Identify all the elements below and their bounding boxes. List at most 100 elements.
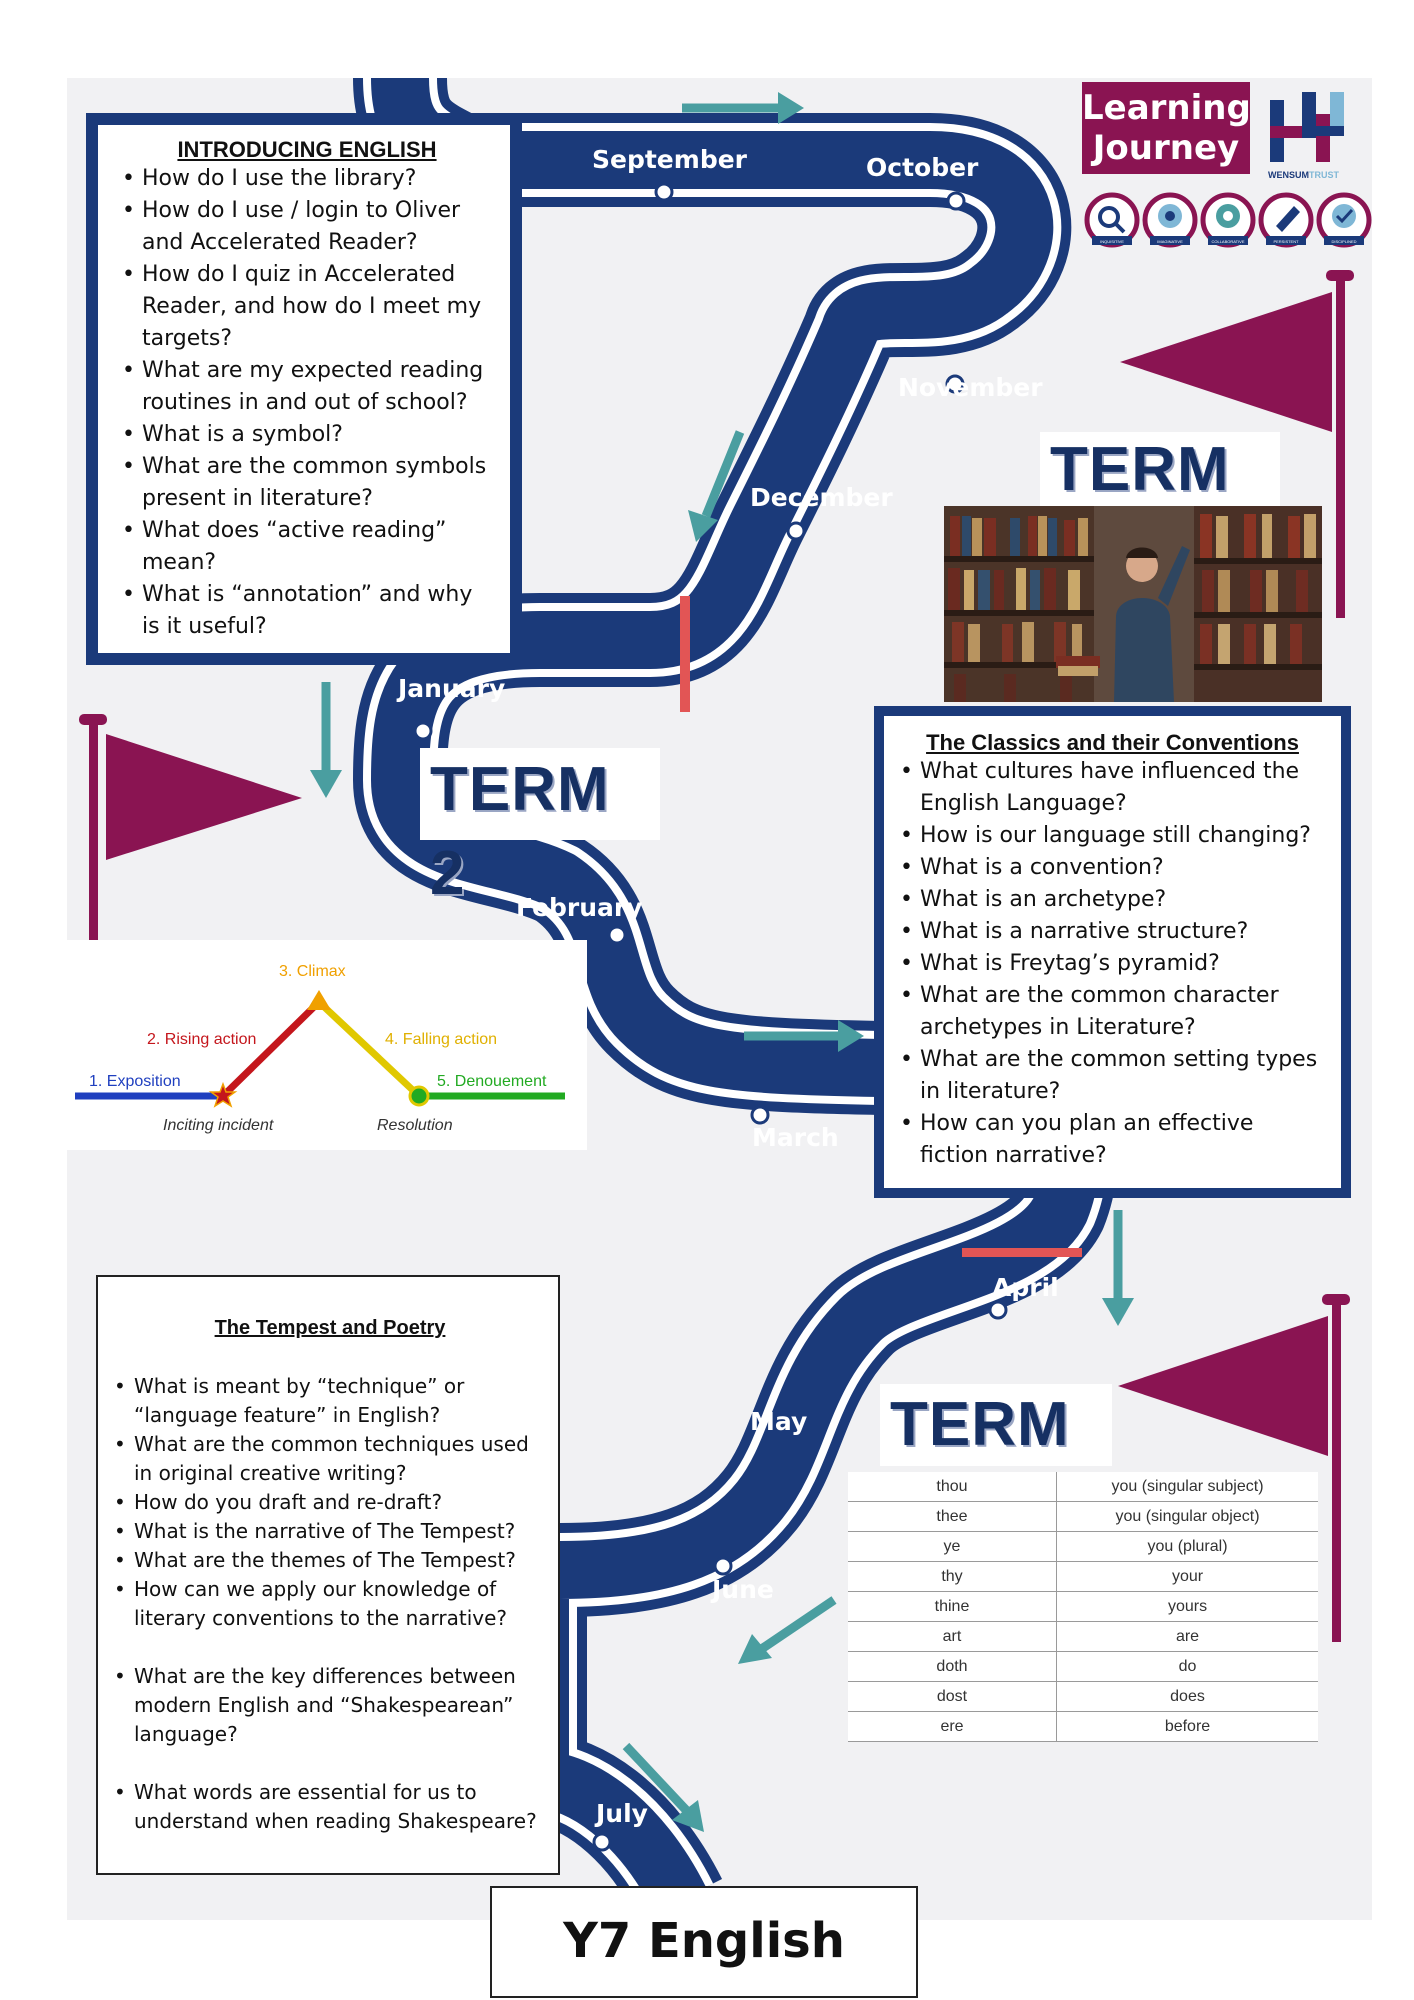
arrow-down-left-icon [738,1596,837,1664]
list-item: What words are essential for us to under… [112,1778,548,1836]
list-item: What are the themes of The Tempest? [112,1546,548,1575]
resolution-label: Resolution [377,1117,453,1134]
direction-arrows [310,92,1134,1832]
falling-action-label: 4. Falling action [385,1031,497,1048]
value-label: COLLABORATIVE [1211,239,1244,244]
list-item: What is a convention? [898,852,1327,884]
month-label: April [992,1273,1059,1302]
question-list: What cultures have influenced the Englis… [898,756,1327,1172]
value-label: INQUISITIVE [1100,239,1124,244]
question-list: What is meant by “technique” or “languag… [112,1372,548,1836]
modern-word-cell: yours [1056,1591,1318,1622]
month-label: December [750,483,893,512]
list-item: How do you draft and re-draft? [112,1488,548,1517]
library-photo [944,506,1322,702]
list-item: What does “active reading” mean? [120,515,494,579]
list-item: What are the common setting types in lit… [898,1044,1327,1108]
milestone-february [607,925,627,945]
disciplined-icon: DISCIPLINED [1316,192,1372,248]
climax-label: 3. Climax [279,963,346,980]
list-item: How can you plan an effective fiction na… [898,1108,1327,1172]
value-label: IMAGINATIVE [1157,239,1183,244]
list-item: What cultures have influenced the Englis… [898,756,1327,820]
modern-word-cell: you (plural) [1056,1531,1318,1562]
box-title: The Tempest and Poetry [214,1317,446,1339]
term-3-label: TERM 3 [880,1384,1112,1541]
learning-journey-logo: Learning Journey WENSUMTRUST INQUISITIVE [1082,82,1372,258]
list-item: What is Freytag’s pyramid? [898,948,1327,980]
list-item: What is a narrative structure? [898,916,1327,948]
inciting-incident-star-icon [208,1081,238,1108]
milestone-april [988,1300,1008,1320]
list-item: What are the common symbols present in l… [120,451,494,515]
flag-term-1-icon [1120,270,1354,618]
old-word-cell: thine [848,1591,1057,1622]
old-word-cell: doth [848,1651,1057,1682]
arrow-right-icon [682,92,804,124]
month-label: October [866,153,979,182]
resolution-marker-icon [408,1085,430,1107]
arrow-down-icon [310,682,342,798]
term-divider-2 [962,1248,1082,1257]
trust-logo-icon [1270,92,1344,162]
milestone-september [654,182,674,202]
page-title: Y7 English [490,1886,918,1998]
climax-marker-icon [307,990,331,1010]
denouement-label: 5. Denouement [437,1073,547,1090]
month-label: January [396,674,505,703]
term-divider-1 [680,596,690,712]
list-item: What are the common character archetypes… [898,980,1327,1044]
trust-name: WENSUMTRUST [1268,170,1339,180]
old-word-cell: ye [848,1531,1057,1562]
list-item: What is an archetype? [898,884,1327,916]
classics-conventions-box: The Classics and their Conventions What … [874,706,1351,1198]
box-title: The Classics and their Conventions [926,730,1299,755]
list-item: What are my expected reading routines in… [120,355,494,419]
month-label: June [710,1575,774,1604]
term-2-label: TERM 2 [420,748,660,908]
month-label: March [752,1123,839,1152]
road-center [371,77,1101,1914]
list-item: How do I use / login to Oliver and Accel… [120,195,494,259]
flag-term-3-icon [1118,1294,1350,1642]
modern-word-cell: your [1056,1561,1318,1592]
question-list: How do I use the library? How do I use /… [120,163,494,643]
month-label: November [898,373,1043,402]
falling-action-line [316,999,422,1099]
list-item: What is a symbol? [120,419,494,451]
road [353,76,1119,1922]
value-label: PERSISTENT [1273,239,1299,244]
rising-action-line [220,999,322,1099]
month-label: May [750,1407,807,1436]
school-values-icons: INQUISITIVE IMAGINATIVE COLLABORATIVE [1084,192,1372,248]
old-word-cell: art [848,1621,1057,1652]
milestone-january [413,721,433,741]
milestone-december [786,521,806,541]
imaginative-icon: IMAGINATIVE [1142,192,1198,248]
old-word-cell: thee [848,1501,1057,1532]
collaborative-icon: COLLABORATIVE [1200,192,1256,248]
arrow-down-right-icon [622,1742,704,1832]
old-word-cell: dost [848,1681,1057,1712]
bookshelf-right [1194,506,1322,702]
modern-word-cell: before [1056,1711,1318,1742]
inciting-incident-label: Inciting incident [163,1117,274,1134]
logo-line: Learning [1082,88,1251,128]
modern-word-cell: are [1056,1621,1318,1652]
list-item: How is our language still changing? [898,820,1327,852]
old-word-cell: ere [848,1711,1057,1742]
milestone-november [945,374,965,394]
rising-action-label: 2. Rising action [147,1031,256,1048]
trust-name-part: WENSUM [1268,170,1309,180]
inquisitive-icon: INQUISITIVE [1084,192,1140,248]
arrow-right-icon [744,1020,864,1052]
box-title: INTRODUCING ENGLISH [177,137,437,162]
value-label: DISCIPLINED [1331,239,1356,244]
